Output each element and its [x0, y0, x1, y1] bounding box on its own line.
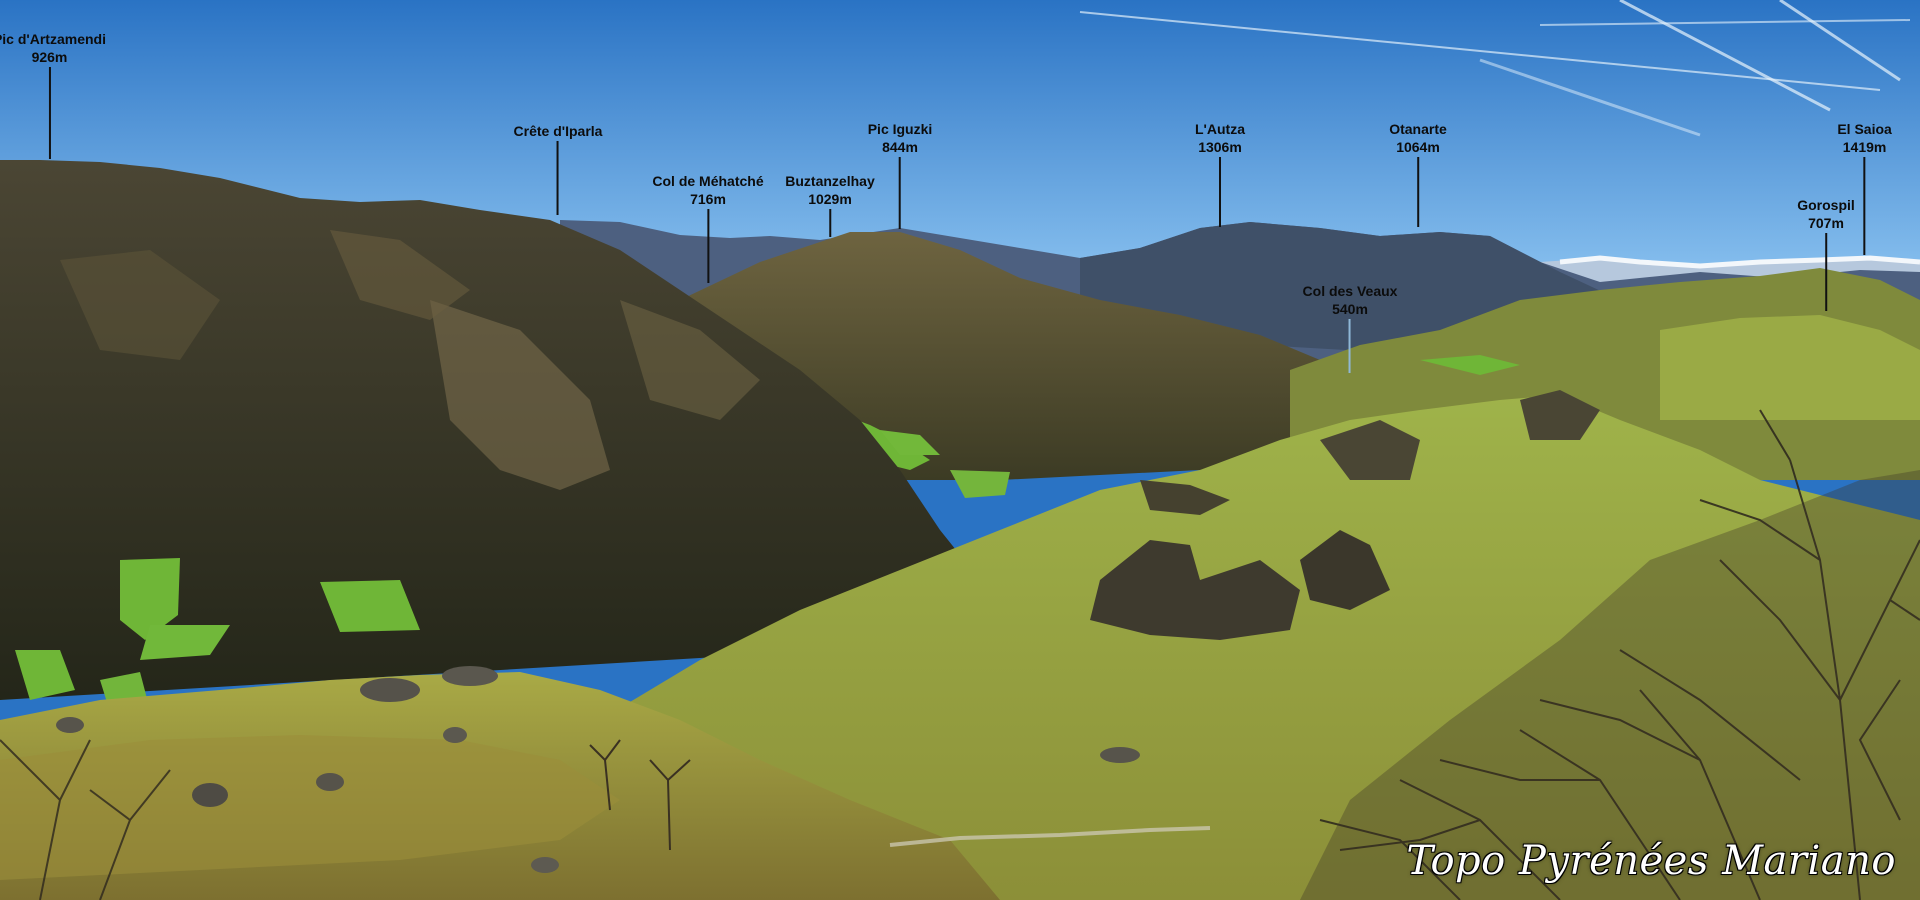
summit-altitude: 540m [1332, 301, 1368, 317]
summit-name: Col de Méhatché [652, 173, 764, 189]
summit-leader-line [829, 209, 831, 237]
summit-name: Otanarte [1389, 121, 1447, 137]
summit-leader-line [1349, 319, 1351, 373]
summit-label-saioa: El Saioa 1419m [1837, 120, 1892, 255]
summit-altitude: 1306m [1198, 139, 1242, 155]
summit-label-mehatche: Col de Méhatché 716m [652, 172, 764, 283]
summit-leader-line [556, 141, 559, 215]
summit-name: Crête d'Iparla [513, 123, 603, 139]
summit-altitude: 844m [882, 139, 918, 155]
summit-label-otanarte: Otanarte 1064m [1389, 120, 1447, 227]
summit-name: El Saioa [1837, 121, 1892, 137]
summit-label-iparla: Crête d'Iparla [513, 122, 603, 215]
photographer-watermark: Topo Pyrénées Mariano [1406, 838, 1896, 884]
summit-label-gorospil: Gorospil 707m [1797, 196, 1855, 311]
summit-altitude: 1419m [1842, 139, 1887, 155]
summit-altitude: 716m [690, 191, 726, 207]
summit-leader-line [48, 67, 51, 159]
summit-name: Gorospil [1797, 197, 1855, 213]
summit-leader-line [898, 157, 901, 229]
summit-leader-line [707, 209, 709, 283]
summit-name: Col des Veaux [1302, 283, 1398, 299]
summit-label-artzamendi: Pic d'Artzamendi 926m [0, 30, 106, 159]
summit-altitude: 1029m [808, 191, 852, 207]
summit-name: Buztanzelhay [785, 173, 875, 189]
summit-name: Pic Iguzki [867, 121, 933, 137]
summit-name: L'Autza [1195, 121, 1245, 137]
summit-label-autza: L'Autza 1306m [1195, 120, 1245, 227]
summit-label-buztanzelhay: Buztanzelhay 1029m [785, 172, 875, 237]
summit-altitude: 1064m [1396, 139, 1440, 155]
summit-label-iguzki: Pic Iguzki 844m [867, 120, 933, 229]
summit-leader-line [1416, 157, 1419, 227]
summit-altitude: 926m [31, 49, 68, 65]
summit-name: Pic d'Artzamendi [0, 31, 106, 47]
summit-leader-line [1863, 157, 1866, 255]
summit-altitude: 707m [1808, 215, 1844, 231]
summit-leader-line [1219, 157, 1221, 227]
summit-leader-line [1825, 233, 1827, 311]
summit-label-veaux: Col des Veaux 540m [1302, 282, 1398, 373]
